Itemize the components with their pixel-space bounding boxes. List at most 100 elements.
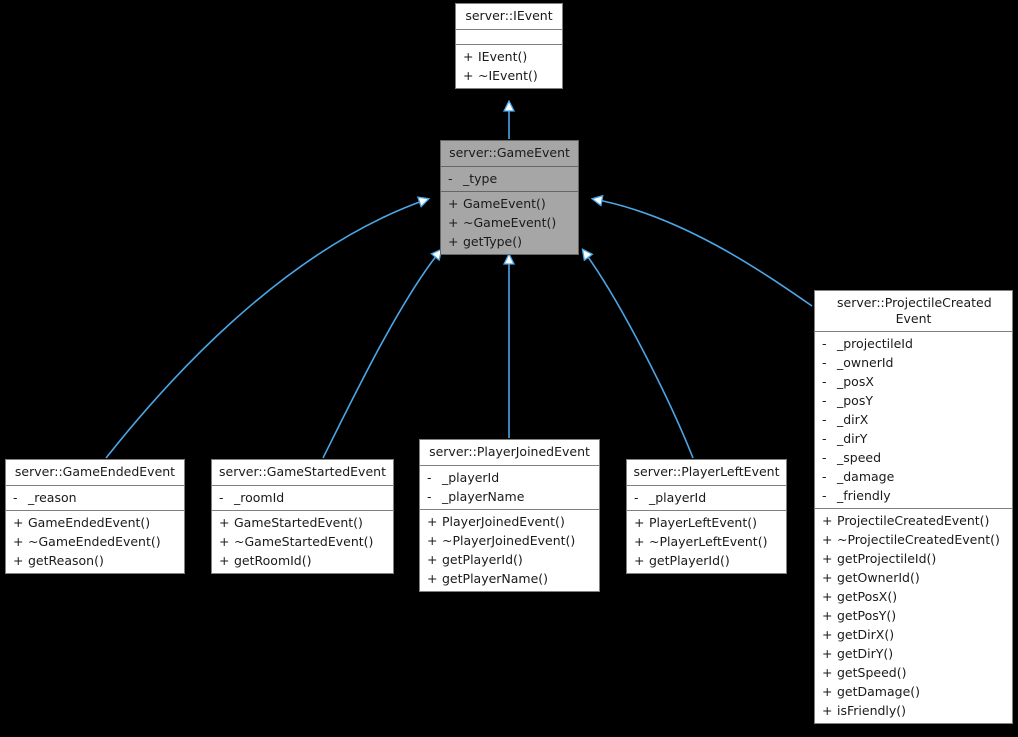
class-box-gameendedevent[interactable]: server::GameEndedEvent -_reason +GameEnd… — [5, 459, 185, 574]
class-member-row[interactable]: -_ownerId — [815, 353, 1012, 372]
class-separator — [815, 331, 1012, 333]
class-member-row[interactable]: +IEvent() — [456, 47, 562, 66]
member-name: PlayerLeftEvent() — [649, 514, 757, 530]
class-member-row[interactable]: +PlayerLeftEvent() — [627, 513, 786, 532]
class-member-row[interactable]: -_type — [441, 169, 578, 188]
visibility-marker: - — [822, 374, 827, 390]
class-member-row[interactable]: +~IEvent() — [456, 66, 562, 85]
class-title-gameevent: server::GameEvent — [449, 145, 570, 160]
visibility-marker: + — [822, 646, 833, 662]
class-member-row[interactable]: +getSpeed() — [815, 663, 1012, 682]
visibility-marker: + — [219, 552, 230, 568]
class-member-row[interactable]: +getDamage() — [815, 682, 1012, 701]
class-box-ievent[interactable]: server::IEvent +IEvent() +~IEvent() — [455, 3, 563, 89]
class-member-row[interactable]: -_friendly — [815, 486, 1012, 505]
class-member-row[interactable]: +getProjectileId() — [815, 549, 1012, 568]
class-member-row[interactable]: +getPlayerName() — [420, 569, 599, 588]
class-member-row[interactable]: +getOwnerId() — [815, 568, 1012, 587]
class-attributes-playerjoinedevent: -_playerId -_playerName — [420, 466, 599, 509]
class-member-row[interactable]: -_dirX — [815, 410, 1012, 429]
class-member-row[interactable]: -_posX — [815, 372, 1012, 391]
class-member-row[interactable]: +getDirY() — [815, 644, 1012, 663]
class-member-row[interactable]: -_playerName — [420, 487, 599, 506]
visibility-marker: - — [448, 170, 453, 186]
visibility-marker: + — [448, 214, 459, 230]
class-box-projectilecreatedevent[interactable]: server::ProjectileCreated Event -_projec… — [814, 290, 1013, 725]
class-member-row[interactable]: +getPosX() — [815, 587, 1012, 606]
class-member-row[interactable]: +GameEndedEvent() — [6, 513, 184, 532]
class-member-row[interactable]: +~GameStartedEvent() — [212, 532, 393, 551]
class-member-row[interactable]: +~PlayerJoinedEvent() — [420, 531, 599, 550]
visibility-marker: + — [634, 514, 645, 530]
class-member-row[interactable]: +GameStartedEvent() — [212, 513, 393, 532]
member-name: _friendly — [837, 488, 891, 504]
edge-gameendedevent-to-gameevent — [105, 199, 428, 459]
class-member-row[interactable]: +~ProjectileCreatedEvent() — [815, 530, 1012, 549]
visibility-marker: + — [13, 552, 24, 568]
class-member-row[interactable]: +getType() — [441, 232, 578, 251]
member-name: _playerId — [442, 469, 500, 485]
class-box-gamestartedevent[interactable]: server::GameStartedEvent -_roomId +GameS… — [211, 459, 394, 574]
member-name: ~PlayerJoinedEvent() — [442, 532, 576, 548]
class-separator — [815, 508, 1012, 510]
member-name: _roomId — [234, 489, 285, 505]
class-member-row[interactable]: -_playerId — [627, 488, 786, 507]
visibility-marker: - — [13, 489, 18, 505]
member-name: getPlayerName() — [442, 570, 549, 586]
visibility-marker: + — [427, 513, 438, 529]
member-name: _type — [463, 170, 498, 186]
member-name: _dirX — [837, 412, 869, 428]
class-separator — [420, 464, 599, 466]
class-box-gameevent[interactable]: server::GameEvent -_type +GameEvent() +~… — [440, 140, 579, 255]
class-member-row[interactable]: -_posY — [815, 391, 1012, 410]
visibility-marker: + — [822, 627, 833, 643]
class-member-row[interactable]: -_speed — [815, 448, 1012, 467]
class-member-row[interactable]: +~GameEndedEvent() — [6, 532, 184, 551]
class-member-row[interactable]: -_projectileId — [815, 334, 1012, 353]
class-member-row[interactable]: -_dirY — [815, 429, 1012, 448]
member-name: getProjectileId() — [837, 551, 937, 567]
visibility-marker: + — [822, 570, 833, 586]
class-member-row[interactable]: +GameEvent() — [441, 194, 578, 213]
member-name: _speed — [837, 450, 882, 466]
visibility-marker: - — [822, 450, 827, 466]
member-name: _playerName — [442, 488, 525, 504]
class-separator — [456, 28, 562, 30]
visibility-marker: + — [448, 233, 459, 249]
class-member-row[interactable]: +PlayerJoinedEvent() — [420, 512, 599, 531]
class-member-row[interactable]: -_reason — [6, 488, 184, 507]
visibility-marker: + — [634, 533, 645, 549]
class-separator — [627, 509, 786, 511]
class-member-row[interactable]: +ProjectileCreatedEvent() — [815, 511, 1012, 530]
class-title-ievent: server::IEvent — [465, 8, 553, 23]
member-name: _damage — [837, 469, 895, 485]
visibility-marker: - — [822, 393, 827, 409]
visibility-marker: + — [822, 513, 833, 529]
visibility-marker: + — [13, 533, 24, 549]
member-name: isFriendly() — [837, 703, 907, 719]
visibility-marker: + — [822, 684, 833, 700]
class-member-row[interactable]: +getPosY() — [815, 606, 1012, 625]
member-name: ~IEvent() — [478, 67, 538, 83]
class-methods-playerleftevent: +PlayerLeftEvent() +~PlayerLeftEvent() +… — [627, 511, 786, 573]
class-member-row[interactable]: +getReason() — [6, 551, 184, 570]
class-member-row[interactable]: +getPlayerId() — [420, 550, 599, 569]
class-member-row[interactable]: +getPlayerId() — [627, 551, 786, 570]
class-member-row[interactable]: +isFriendly() — [815, 701, 1012, 720]
member-name: getType() — [463, 233, 522, 249]
member-name: getOwnerId() — [837, 570, 920, 586]
class-member-row[interactable]: +~GameEvent() — [441, 213, 578, 232]
class-member-row[interactable]: +getRoomId() — [212, 551, 393, 570]
class-member-row[interactable]: +~PlayerLeftEvent() — [627, 532, 786, 551]
class-member-row[interactable]: -_playerId — [420, 468, 599, 487]
class-member-row[interactable]: +getDirX() — [815, 625, 1012, 644]
class-box-playerjoinedevent[interactable]: server::PlayerJoinedEvent -_playerId -_p… — [419, 439, 600, 592]
visibility-marker: + — [822, 532, 833, 548]
member-name: _posY — [837, 393, 873, 409]
class-member-row[interactable]: -_damage — [815, 467, 1012, 486]
class-methods-gamestartedevent: +GameStartedEvent() +~GameStartedEvent()… — [212, 511, 393, 573]
class-box-playerleftevent[interactable]: server::PlayerLeftEvent -_playerId +Play… — [626, 459, 787, 574]
visibility-marker: - — [822, 469, 827, 485]
class-member-row[interactable]: -_roomId — [212, 488, 393, 507]
visibility-marker: - — [822, 355, 827, 371]
